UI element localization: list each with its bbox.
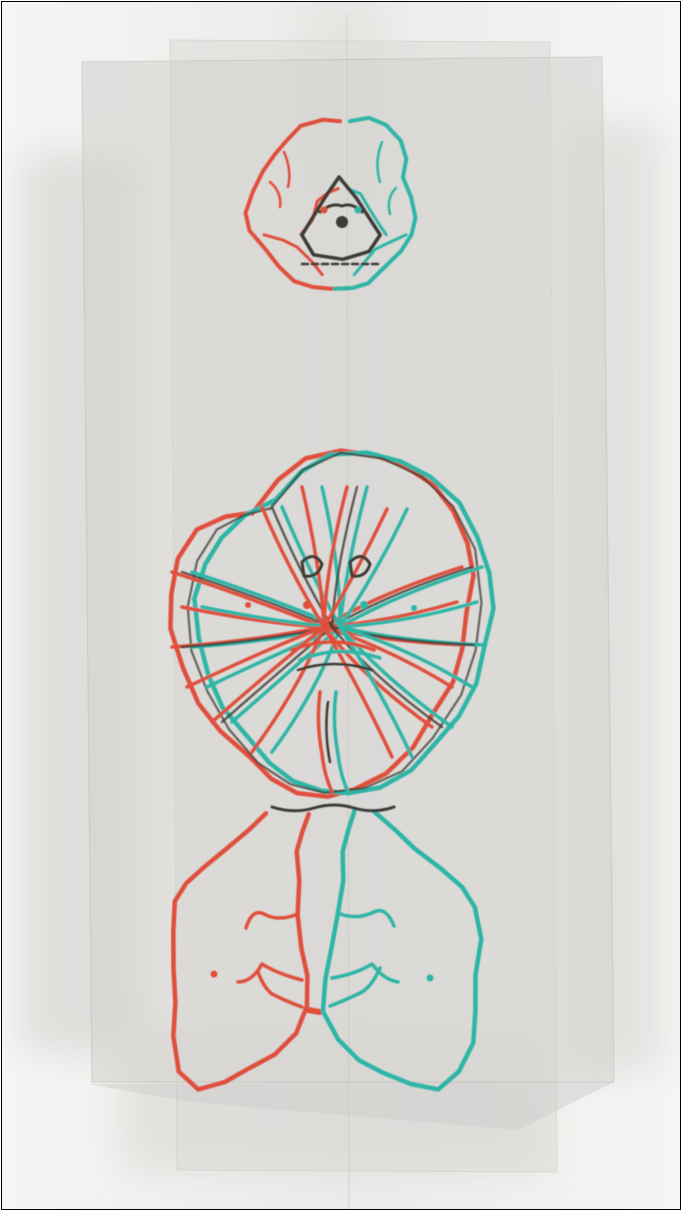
large-section-cyan-dot xyxy=(411,605,417,611)
top-section-core xyxy=(336,216,348,228)
large-section-red-dot xyxy=(303,601,311,609)
large-section-red-dot xyxy=(245,602,251,608)
bottom-lobe-cyan-dot xyxy=(427,975,434,982)
bottom-lobe-red-dot xyxy=(211,971,218,978)
bottom-lobe-red-tip xyxy=(308,1010,320,1012)
top-section-red-dot xyxy=(321,207,328,214)
top-section-cyan-dot xyxy=(355,207,362,214)
large-section-cyan-dot xyxy=(360,601,368,609)
